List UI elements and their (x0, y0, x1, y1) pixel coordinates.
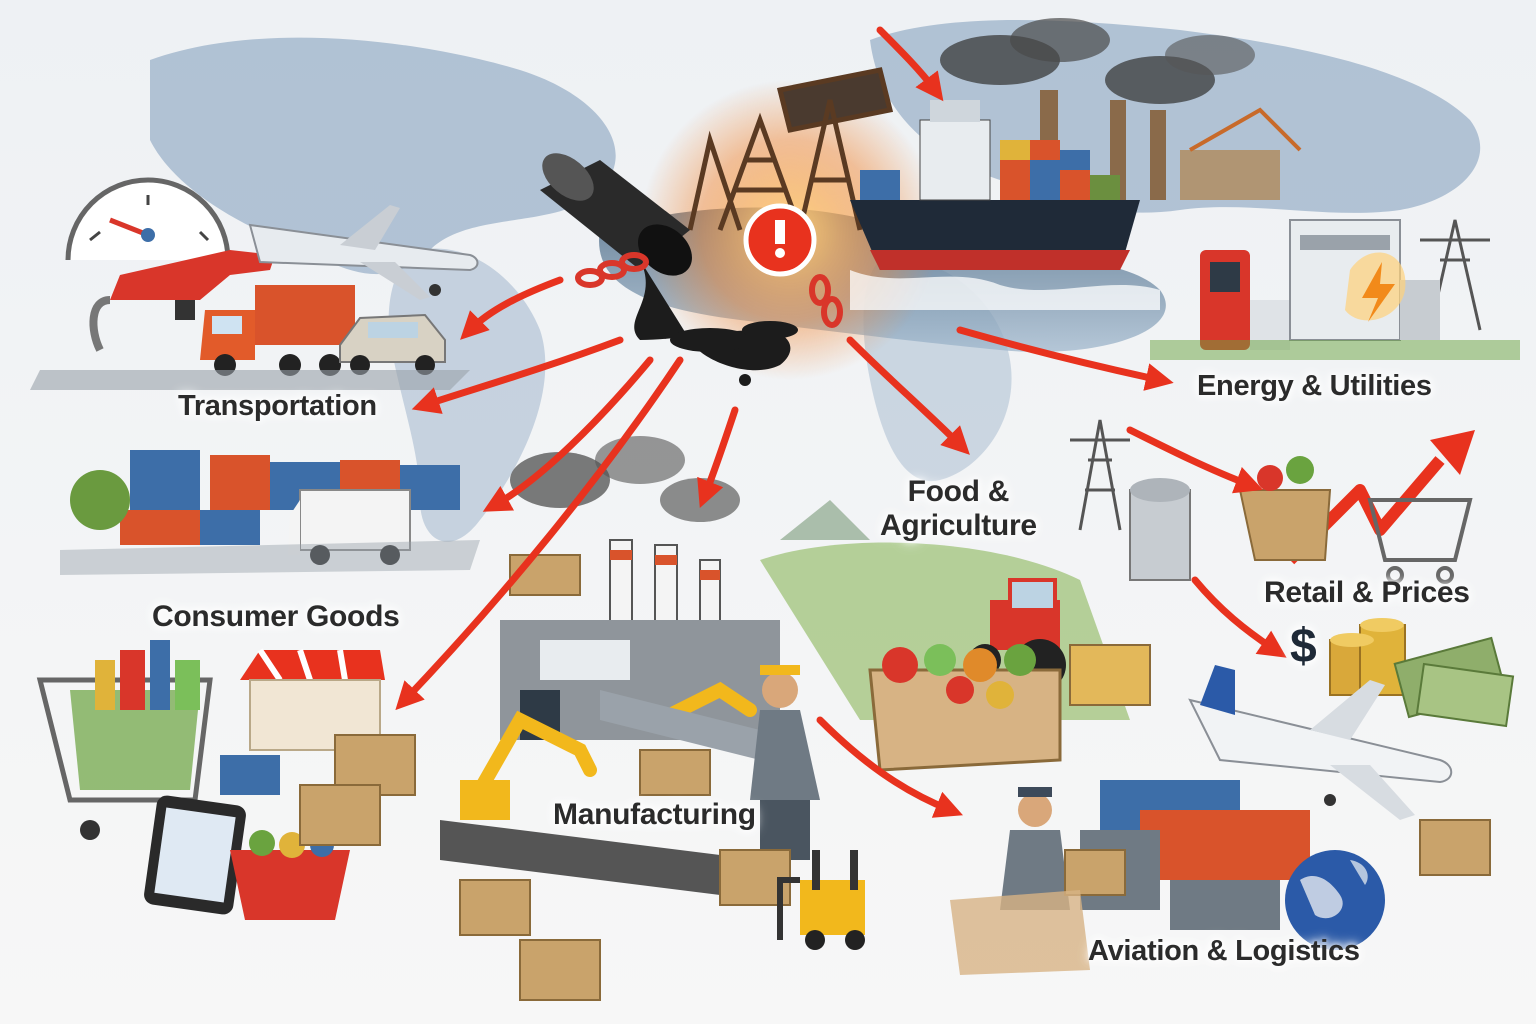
factory-smoke-icon (500, 436, 780, 740)
pallet (950, 890, 1090, 975)
airplane-icon (248, 205, 479, 300)
shopping-cart-icon (1367, 498, 1473, 584)
conveyor-belt-icon (440, 690, 800, 900)
label-consumer-goods: Consumer Goods (152, 600, 400, 633)
vegetable-crate-icon (1238, 456, 1332, 561)
oil-pump-icon (687, 67, 894, 231)
label-energy-utilities: Energy & Utilities (1197, 370, 1432, 402)
vegetable-crate-icon (868, 644, 1062, 772)
coins-icon (1329, 618, 1406, 696)
airplane-icon (1188, 665, 1453, 820)
tablet-icon (144, 795, 246, 915)
gas-pump-icon (1200, 250, 1290, 350)
flow-arrows (395, 26, 1287, 818)
warning-icon (743, 203, 817, 277)
cardboard-box-icon (220, 734, 416, 846)
truck-icon (288, 489, 411, 565)
label-aviation-logistics: Aviation & Logistics (1088, 935, 1360, 967)
robot-base (460, 780, 510, 820)
fuel-nozzle-icon (89, 250, 275, 352)
cargo-ship-icon (850, 100, 1160, 310)
produce-box (1069, 644, 1151, 706)
label-food-agriculture: Food & Agriculture (880, 475, 1037, 542)
lightning-icon (1345, 252, 1406, 322)
oil-barrel-icon (540, 153, 692, 276)
label-manufacturing: Manufacturing (553, 798, 756, 831)
road (30, 370, 470, 390)
market-stall-icon (240, 648, 385, 751)
chain-icon (575, 252, 843, 328)
label-food-line1: Food & (907, 475, 1010, 508)
globe-icon (1285, 850, 1385, 950)
truck-icon (200, 285, 355, 376)
label-retail-prices: Retail & Prices (1264, 576, 1470, 609)
fuel-gauge-icon (65, 177, 231, 261)
worker-icon (1000, 787, 1070, 910)
cardboard-box-icon (1064, 819, 1491, 896)
forklift-icon (777, 850, 865, 950)
shopping-basket-icon (230, 830, 350, 920)
tree (70, 470, 130, 530)
silo-icon (1129, 478, 1191, 581)
banknotes-icon (1393, 636, 1515, 728)
label-transportation: Transportation (178, 390, 377, 422)
oil-spill-icon (634, 260, 798, 386)
label-food-line2: Agriculture (880, 508, 1037, 542)
factory-smoke-icon (940, 18, 1302, 200)
dollar-sign-icon: $ (1290, 620, 1317, 673)
